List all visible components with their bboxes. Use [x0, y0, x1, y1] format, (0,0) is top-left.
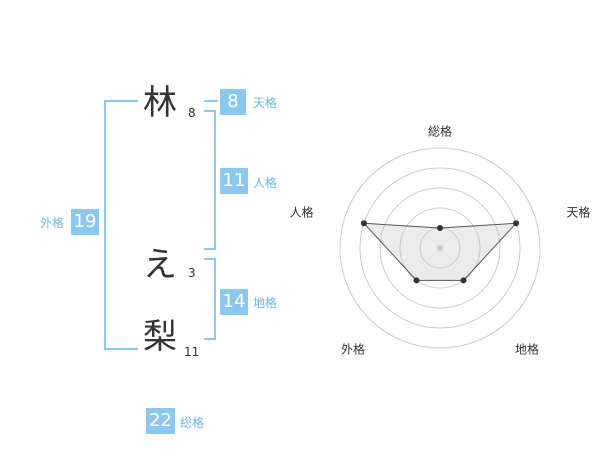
- tenkaku-label: 天格: [253, 96, 278, 110]
- gaikaku-bracket: [104, 100, 138, 350]
- radar-axis-label: 外格: [341, 342, 365, 357]
- soukaku-badge: 22: [146, 408, 175, 434]
- gaikaku-label: 外格: [40, 216, 65, 230]
- chikaku-badge: 14: [220, 289, 248, 315]
- radar-ring: [359, 167, 521, 329]
- radar-point: [413, 277, 420, 284]
- radar-ring: [379, 187, 501, 309]
- radar-center: [437, 245, 443, 251]
- radar-ring: [339, 147, 541, 349]
- radar-axis-label: 天格: [566, 204, 590, 219]
- name-char-3: 梨: [143, 317, 177, 357]
- radar-point: [513, 220, 520, 227]
- soukaku-label: 総格: [180, 416, 205, 430]
- name-char-3-strokes: 11: [184, 345, 200, 359]
- tenkaku-bracket: [204, 100, 218, 102]
- name-char-2: え: [143, 245, 177, 285]
- jinkaku-badge: 11: [220, 168, 248, 194]
- radar-axis-label: 総格: [428, 124, 452, 139]
- radar-ring: [399, 207, 481, 289]
- name-char-1: 林: [143, 83, 177, 123]
- radar-axis-label: 人格: [290, 204, 314, 219]
- jinkaku-bracket: [204, 110, 216, 250]
- jinkaku-label: 人格: [253, 176, 278, 190]
- tenkaku-badge: 8: [220, 89, 246, 115]
- radar-point: [360, 220, 367, 227]
- radar-axis-label: 地格: [515, 342, 539, 357]
- chikaku-label: 地格: [253, 296, 278, 310]
- name-char-1-strokes: 8: [188, 106, 196, 120]
- radar-polygon: [362, 222, 518, 281]
- name-char-2-strokes: 3: [188, 266, 196, 280]
- radar-point: [437, 225, 443, 231]
- chikaku-bracket: [204, 258, 216, 340]
- radar-point: [460, 277, 467, 284]
- gaikaku-badge: 19: [71, 209, 99, 235]
